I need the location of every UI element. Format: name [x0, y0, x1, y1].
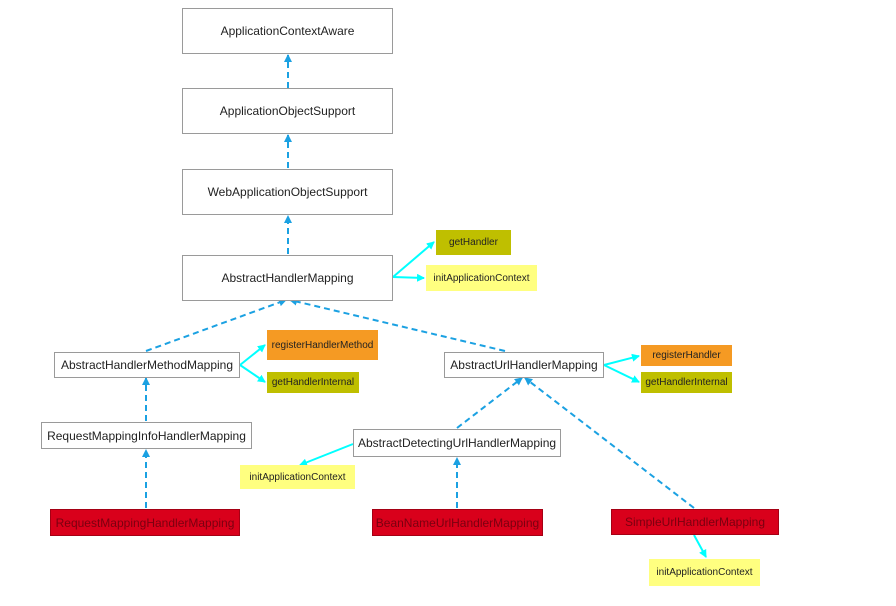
method-auhm-get-handler-internal[interactable]: getHandlerInternal: [641, 372, 732, 393]
method-auhm-register-handler[interactable]: registerHandler: [641, 345, 732, 366]
edge-auhm-to-ahm: [289, 297, 506, 352]
edge-suhm-to-auhm: [524, 377, 695, 509]
method-aduhm-init-application-context[interactable]: initApplicationContext: [240, 465, 355, 489]
node-web-application-object-support[interactable]: WebApplicationObjectSupport: [182, 169, 393, 215]
edge-ahm-init-context: [392, 273, 425, 282]
edge-aduhm-init-context: [299, 443, 354, 467]
edge-auhm-register: [603, 353, 640, 366]
method-suhm-init-application-context[interactable]: initApplicationContext: [649, 559, 760, 586]
method-ahmm-register-handler-method[interactable]: registerHandlerMethod: [267, 330, 378, 360]
node-request-mapping-handler-mapping[interactable]: RequestMappingHandlerMapping: [50, 509, 240, 536]
node-bean-name-url-handler-mapping[interactable]: BeanNameUrlHandlerMapping: [372, 509, 543, 536]
node-simple-url-handler-mapping[interactable]: SimpleUrlHandlerMapping: [611, 509, 779, 535]
edge-ahmm-get-internal: [239, 364, 266, 383]
node-request-mapping-info-handler-mapping[interactable]: RequestMappingInfoHandlerMapping: [41, 422, 252, 449]
method-edges: [239, 241, 707, 558]
node-abstract-handler-method-mapping[interactable]: AbstractHandlerMethodMapping: [54, 352, 240, 378]
node-abstract-url-handler-mapping[interactable]: AbstractUrlHandlerMapping: [444, 352, 604, 378]
node-application-context-aware[interactable]: ApplicationContextAware: [182, 8, 393, 54]
node-application-object-support[interactable]: ApplicationObjectSupport: [182, 88, 393, 134]
edge-aduhm-to-auhm: [456, 377, 523, 429]
node-abstract-handler-mapping[interactable]: AbstractHandlerMapping: [182, 255, 393, 301]
method-ahmm-get-handler-internal[interactable]: getHandlerInternal: [267, 372, 359, 393]
method-ahm-init-application-context[interactable]: initApplicationContext: [426, 265, 537, 291]
node-abstract-detecting-url-handler-mapping[interactable]: AbstractDetectingUrlHandlerMapping: [353, 429, 561, 457]
inheritance-edges: [142, 54, 695, 509]
method-ahm-get-handler[interactable]: getHandler: [436, 230, 511, 255]
edge-ahmm-to-ahm: [145, 298, 287, 352]
edge-ahmm-register: [239, 344, 266, 366]
edge-ahm-get-handler: [392, 241, 435, 278]
edge-suhm-init-context: [693, 534, 707, 558]
edge-auhm-get-internal: [603, 364, 640, 383]
